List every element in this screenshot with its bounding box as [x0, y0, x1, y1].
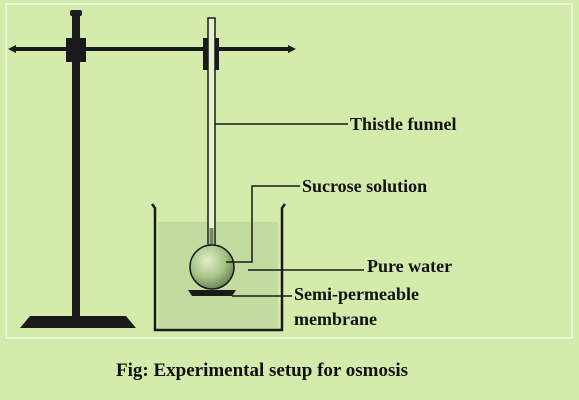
label-sucrose-solution: Sucrose solution	[302, 176, 427, 196]
stand-base	[20, 316, 136, 328]
retort-stand	[20, 10, 136, 328]
label-membrane-line2: membrane	[294, 309, 377, 329]
label-thistle-funnel: Thistle funnel	[350, 114, 457, 134]
leader-lines	[215, 123, 364, 297]
funnel-tube	[207, 17, 216, 259]
boss-clamp-stand	[66, 38, 86, 62]
leader-sucrose-solution	[226, 185, 300, 263]
funnel-bulb	[189, 244, 235, 290]
thistle-funnel	[188, 17, 236, 296]
rod-top-knob	[70, 10, 82, 16]
funnel-liquid-column	[209, 228, 214, 258]
membrane	[188, 290, 236, 296]
stand-rod	[72, 12, 80, 320]
diagram-panel	[5, 3, 573, 339]
label-pure-water: Pure water	[367, 256, 452, 276]
label-membrane-line1: Semi-permeable	[294, 284, 419, 304]
figure-caption: Fig: Experimental setup for osmosis	[116, 360, 408, 381]
